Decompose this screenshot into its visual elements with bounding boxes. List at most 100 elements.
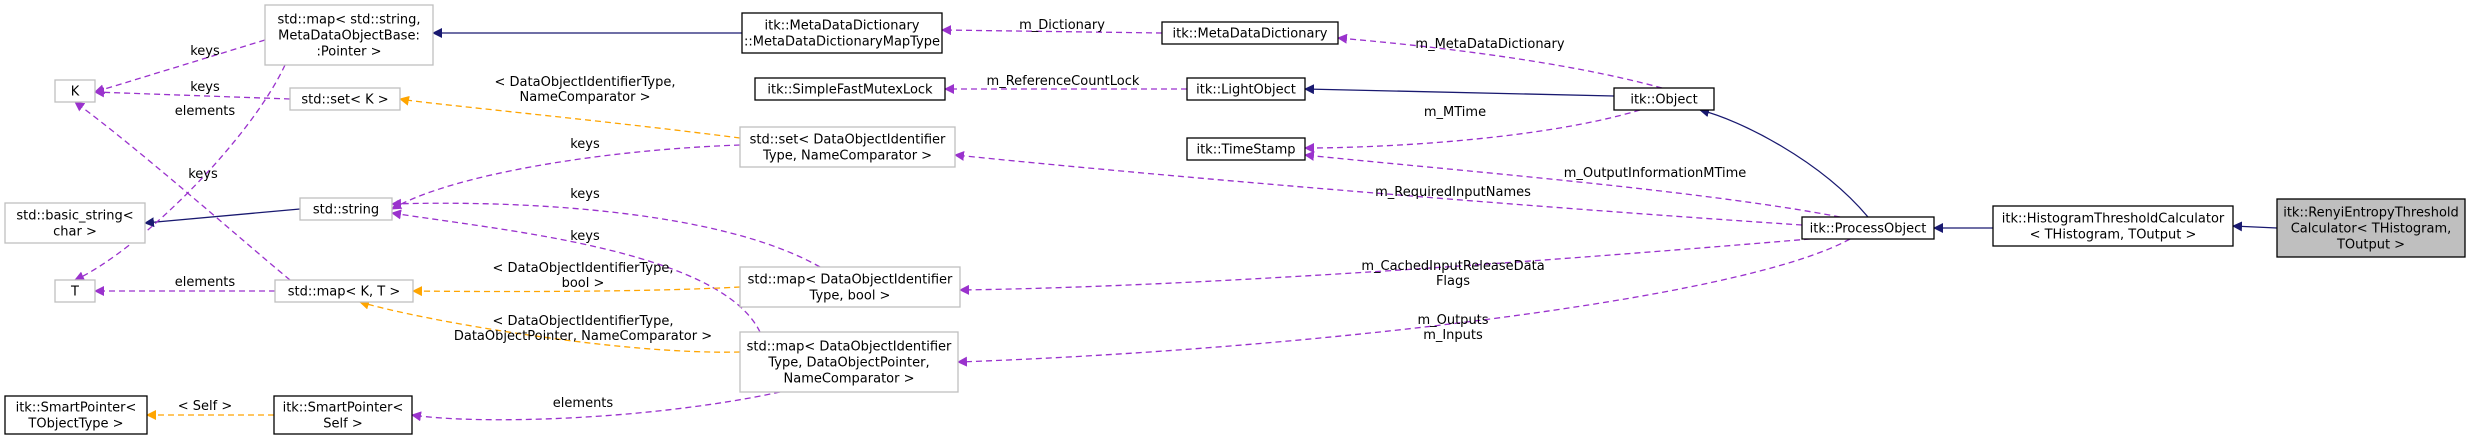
edge-mapDOIptr-to-procobj: [957, 238, 1851, 367]
edge-object-to-lightobj: [1304, 84, 1615, 97]
node-T[interactable]: T: [54, 279, 96, 303]
node-box: [299, 197, 393, 221]
edge-setK-tpl-setDOI: [399, 95, 741, 139]
edge-label-keys-setDOI: keys: [570, 137, 600, 152]
edge-label-tpl-setK: < DataObjectIdentifierType,NameComparato…: [495, 75, 676, 105]
node-label-line: itk::SimpleFastMutexLock: [767, 83, 933, 98]
edge-label-m-metadatadictionary: m_MetaDataDictionary: [1415, 37, 1564, 52]
edge-spself-elements-mapDOIptr: [411, 391, 781, 422]
node-label-line: itk::RenyiEntropyThreshold: [2283, 206, 2459, 221]
node-box: [274, 279, 414, 303]
node-label-line: itk::TimeStamp: [1196, 143, 1295, 158]
edge-label-elements-sp-self: elements: [553, 396, 614, 411]
node-setDOI[interactable]: std::set< DataObjectIdentifierType, Name…: [739, 126, 956, 168]
node-label-line: std::map< std::string,: [277, 13, 420, 28]
node-K[interactable]: K: [54, 79, 96, 103]
node-label-line: itk::SmartPointer<: [16, 401, 137, 416]
node-lightobj[interactable]: itk::LightObject: [1186, 77, 1306, 101]
node-label-line: K: [71, 85, 80, 100]
node-label-line: itk::LightObject: [1196, 83, 1296, 98]
node-mddict[interactable]: itk::MetaDataDictionary: [1161, 21, 1339, 45]
node-label-line: itk::SmartPointer<: [283, 401, 404, 416]
node-mapDOIptr[interactable]: std::map< DataObjectIdentifierType, Data…: [739, 331, 959, 393]
node-box: [54, 79, 96, 103]
node-setK[interactable]: std::set< K >: [289, 87, 401, 111]
edge-label-keys-setK: keys: [190, 80, 220, 95]
node-sp-self[interactable]: itk::SmartPointer<Self >: [273, 395, 413, 435]
edge-label-elements-mapKT-T: elements: [175, 275, 236, 290]
node-label-line: T: [70, 285, 79, 300]
node-box: [1186, 77, 1306, 101]
node-label-line: NameComparator >: [784, 372, 915, 387]
edge-label-m-outputinformationmtime: m_OutputInformationMTime: [1564, 166, 1747, 181]
node-label-line: std::string: [313, 203, 379, 218]
node-mutex[interactable]: itk::SimpleFastMutexLock: [754, 77, 946, 101]
node-label-line: Type, NameComparator >: [762, 149, 932, 164]
node-box: [1161, 21, 1339, 45]
node-label-line: :Pointer >: [316, 45, 381, 60]
node-box: [4, 395, 148, 435]
node-box: [1992, 205, 2234, 247]
edge-label-tpl-mapKT-ptr: < DataObjectIdentifierType,DataObjectPoi…: [454, 314, 712, 344]
edge-renyi-to-histcalc: [2232, 221, 2278, 232]
node-histcalc[interactable]: itk::HistogramThresholdCalculator< THist…: [1992, 205, 2234, 247]
edge-label-keys-mapDOIptr: keys: [570, 229, 600, 244]
node-box: [739, 266, 961, 308]
node-procobj[interactable]: itk::ProcessObject: [1801, 216, 1935, 240]
edge-string-keys-setDOI: [391, 144, 741, 210]
node-label-line: Calculator< THistogram,: [2291, 222, 2452, 237]
node-label-line: std::basic_string<: [16, 209, 133, 224]
node-box: [2276, 198, 2466, 258]
edge-mapDOIbool-to-procobj: [959, 238, 1811, 295]
node-label-line: Self >: [323, 417, 362, 432]
edge-K-keys-mapstr: [94, 39, 266, 95]
edge-label-m-dictionary: m_Dictionary: [1019, 18, 1105, 33]
node-label-line: itk::ProcessObject: [1810, 222, 1927, 237]
node-label-line: std::map< K, T >: [288, 285, 401, 300]
edge-label-keys-mapstr: keys: [190, 44, 220, 59]
node-label-line: ::MetaDataDictionaryMapType: [744, 35, 940, 50]
node-box: [1801, 216, 1935, 240]
edge-label-tpl-mapKT-bool: < DataObjectIdentifierType,bool >: [493, 261, 674, 291]
node-mdmaptype[interactable]: itk::MetaDataDictionary::MetaDataDiction…: [741, 12, 943, 54]
node-string[interactable]: std::string: [299, 197, 393, 221]
edge-string-keys-mapDOIbool: [391, 198, 821, 268]
node-timestamp[interactable]: itk::TimeStamp: [1186, 137, 1306, 161]
node-label-line: itk::MetaDataDictionary: [1173, 27, 1328, 42]
node-box: [273, 395, 413, 435]
edge-label-m-requiredinputnames: m_RequiredInputNames: [1375, 185, 1531, 200]
node-box: [741, 12, 943, 54]
edge-label-m-mtime: m_MTime: [1424, 105, 1486, 120]
node-label-line: Type, bool >: [809, 289, 891, 304]
node-label-line: std::map< DataObjectIdentifier: [748, 273, 953, 288]
node-label-line: TObjectType >: [27, 417, 123, 432]
node-label-line: TOutput >: [2336, 238, 2405, 253]
node-label-line: std::set< DataObjectIdentifier: [750, 133, 946, 148]
edge-mdmaptype-to-mddict: [941, 25, 1163, 36]
node-box: [1186, 137, 1306, 161]
node-label-line: < THistogram, TOutput >: [2030, 228, 2197, 243]
edge-string-to-basicstr: [144, 208, 301, 228]
node-mapstr[interactable]: std::map< std::string,MetaDataObjectBase…: [264, 4, 434, 66]
node-mapKT[interactable]: std::map< K, T >: [274, 279, 414, 303]
node-object[interactable]: itk::Object: [1613, 87, 1715, 111]
node-box: [739, 331, 959, 393]
node-sp-obj[interactable]: itk::SmartPointer<TObjectType >: [4, 395, 148, 435]
edge-timestamp-to-procobj: [1304, 150, 1841, 218]
edge-label-keys-mapKT-K: keys: [188, 167, 218, 182]
node-label-line: itk::Object: [1630, 93, 1697, 108]
edge-K-keys-mapKT: [74, 101, 291, 281]
node-label-line: std::set< K >: [301, 93, 388, 108]
node-box: [54, 279, 96, 303]
node-box: [4, 202, 146, 244]
node-label-line: itk::MetaDataDictionary: [765, 19, 920, 34]
node-box: [739, 126, 956, 168]
edge-K-keys-setK: [94, 87, 291, 100]
node-mapDOIbool[interactable]: std::map< DataObjectIdentifierType, bool…: [739, 266, 961, 308]
node-label-line: std::map< DataObjectIdentifier: [747, 340, 952, 355]
node-basicstr[interactable]: std::basic_string<char >: [4, 202, 146, 244]
